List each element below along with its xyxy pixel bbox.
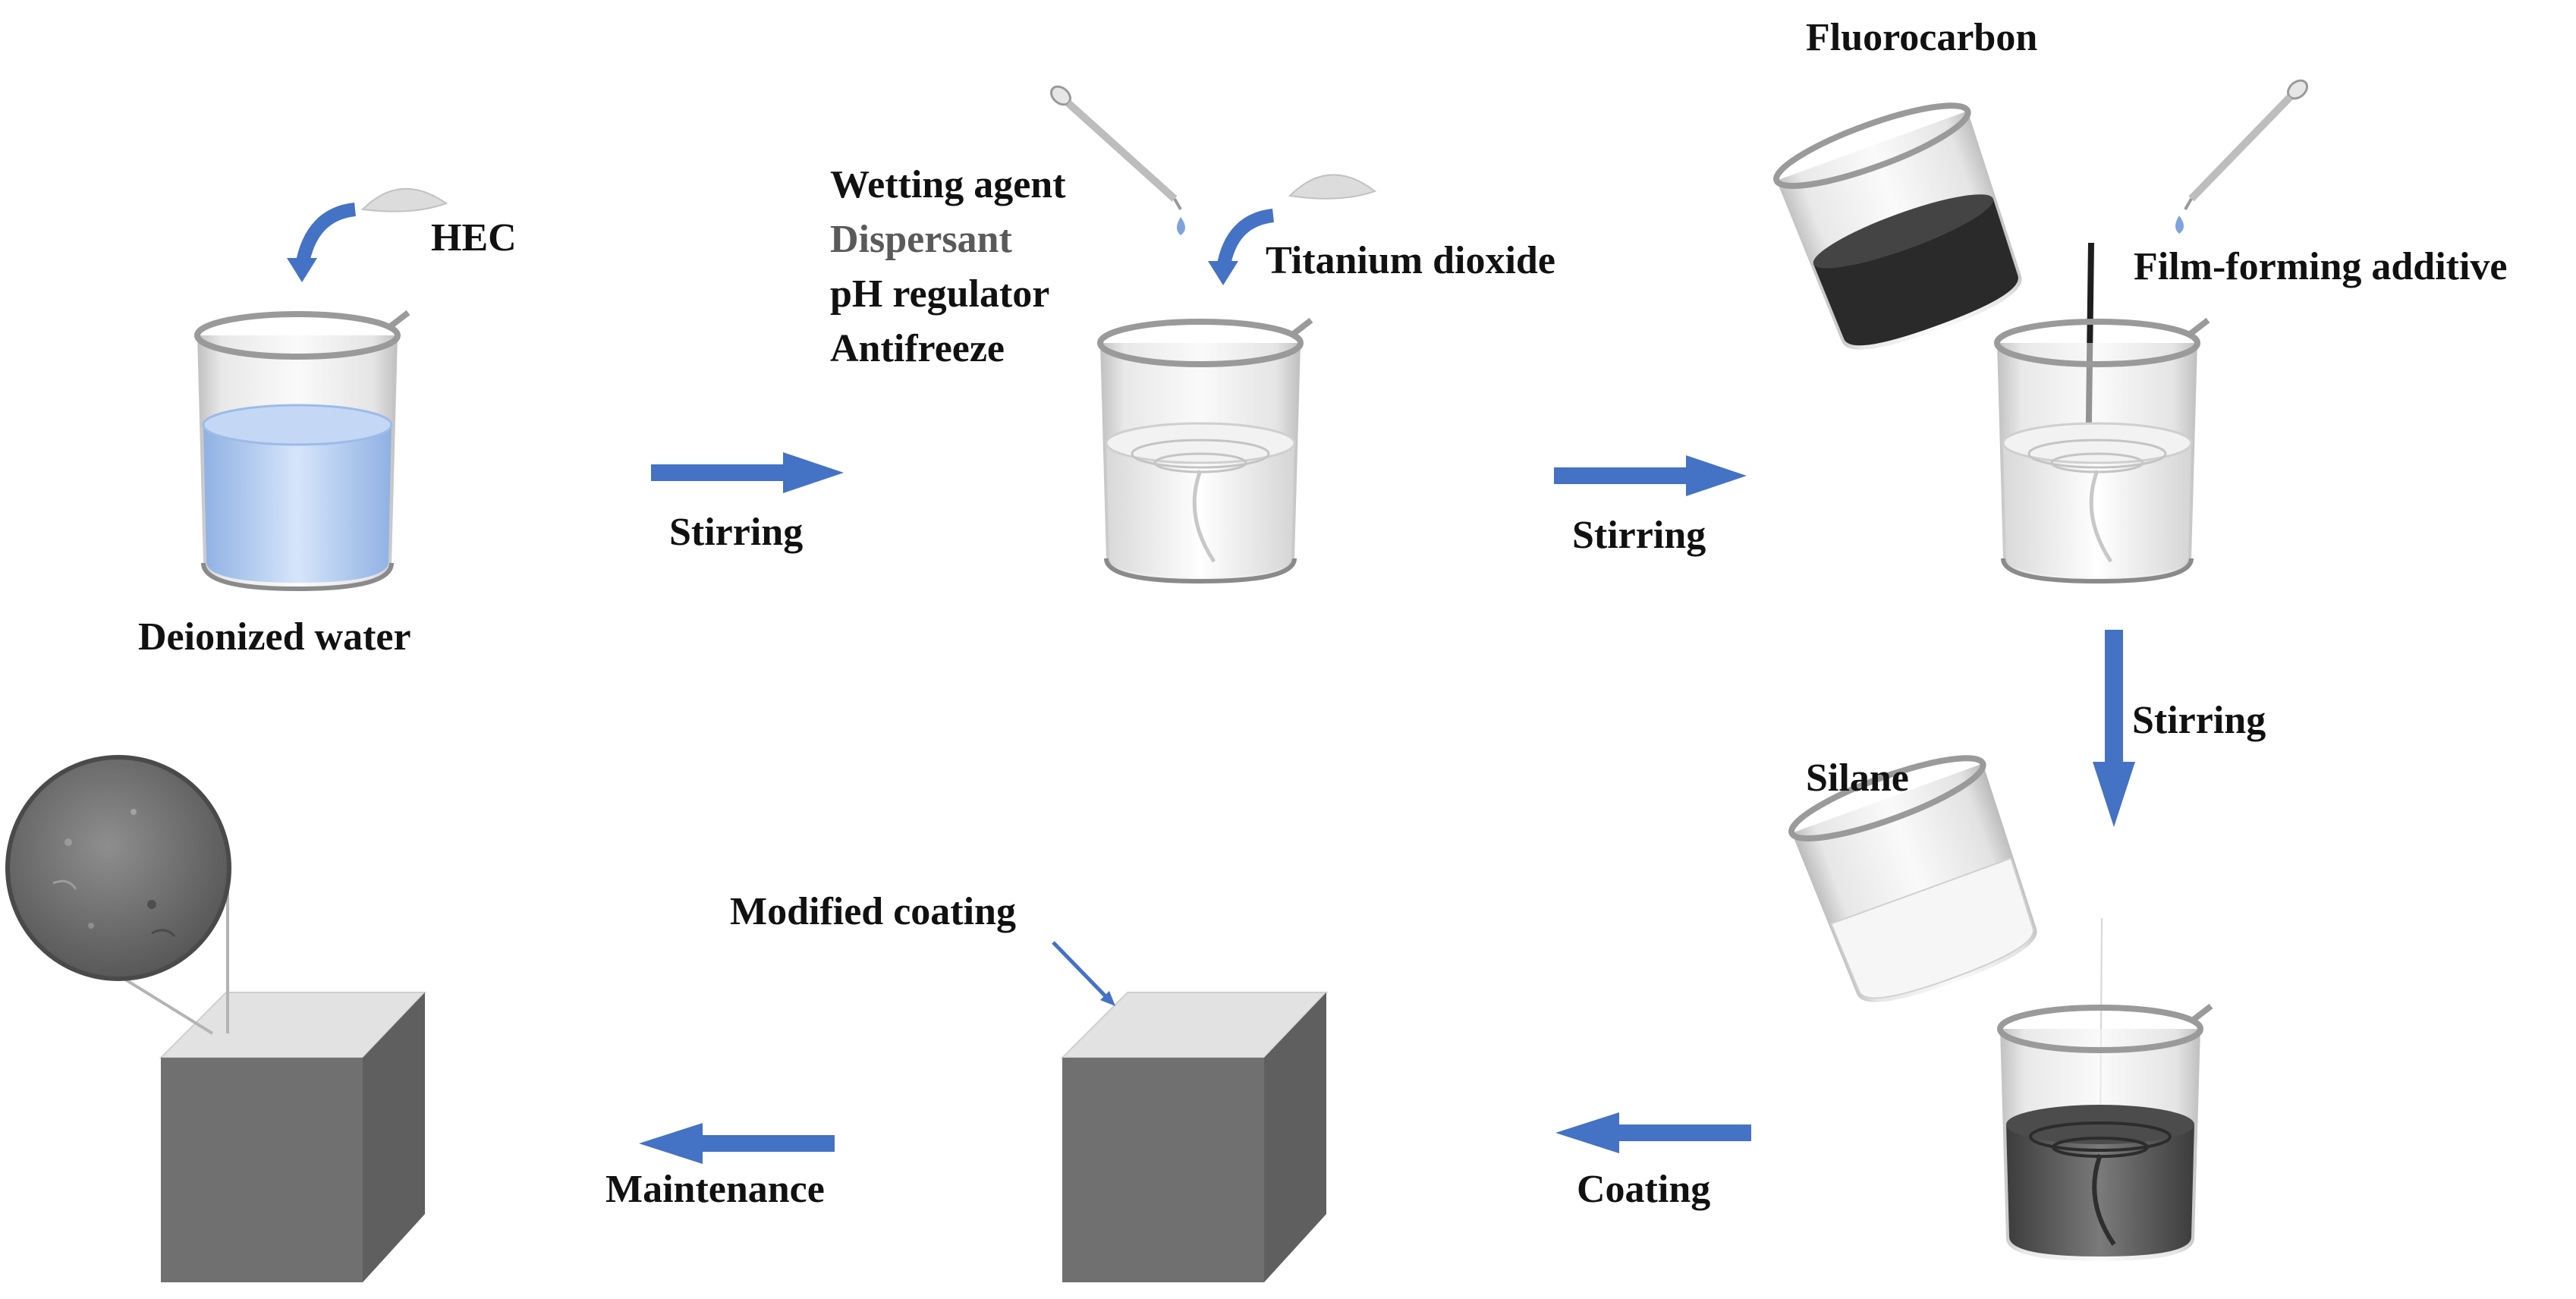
label-coating: Coating	[1577, 1168, 1711, 1211]
dropper-icon	[1049, 85, 1185, 235]
arrow-stirring-3	[2093, 630, 2135, 827]
label-silane: Silane	[1806, 756, 1909, 800]
beaker-deionized-water	[194, 310, 410, 592]
cube-modified-coating	[1060, 992, 1329, 1282]
label-dispersant: Dispersant	[830, 218, 1012, 261]
label-hec: HEC	[431, 216, 517, 259]
magnified-surface-view	[5, 755, 231, 1035]
curved-arrow-hec-head	[287, 258, 317, 282]
label-stirring-3: Stirring	[2132, 699, 2266, 742]
label-film-forming-additive: Film-forming additive	[2134, 245, 2508, 288]
arrow-stirring-2	[1554, 455, 1747, 496]
curved-arrow-titanium-dioxide	[1216, 209, 1275, 270]
label-maintenance: Maintenance	[605, 1168, 825, 1211]
label-wetting-agent: Wetting agent	[830, 163, 1066, 206]
beaker-silane-pouring	[1788, 755, 2037, 1002]
beaker-mixing	[1994, 317, 2210, 584]
powder-pile-titanium-dioxide	[1288, 174, 1377, 200]
curved-arrow-titanium-dioxide-head	[1208, 261, 1238, 285]
callout-pointer	[1052, 941, 1108, 999]
beaker-fluorocarbon-pouring	[1773, 102, 2022, 350]
arrow-coating	[1555, 1112, 1751, 1153]
label-antifreeze: Antifreeze	[830, 327, 1005, 370]
beaker-slurry	[1097, 317, 1313, 584]
dropper-icon-film-forming	[2175, 79, 2309, 234]
label-ph-regulator: pH regulator	[830, 272, 1050, 316]
arrow-maintenance	[639, 1123, 835, 1164]
label-stirring-1: Stirring	[669, 511, 804, 554]
powder-pile-hec	[360, 187, 448, 212]
label-fluorocarbon: Fluorocarbon	[1806, 16, 2038, 59]
curved-arrow-hec	[295, 203, 357, 267]
label-stirring-2: Stirring	[1572, 514, 1706, 557]
label-deionized-water: Deionized water	[138, 615, 411, 659]
label-titanium-dioxide: Titanium dioxide	[1266, 239, 1555, 282]
beaker-grey-coating	[1997, 1003, 2213, 1261]
arrow-stirring-1	[651, 452, 844, 493]
cube-maintained	[159, 992, 427, 1282]
label-modified-coating: Modified coating	[730, 890, 1016, 933]
